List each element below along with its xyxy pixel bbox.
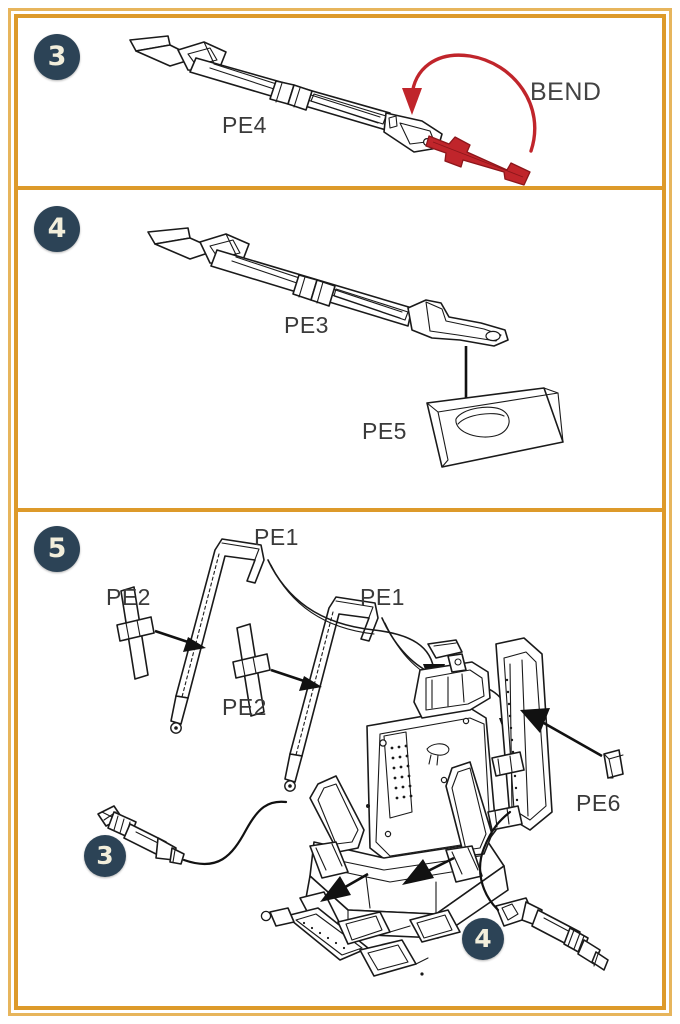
step-4-artwork [147, 227, 564, 468]
panel-divider-1 [18, 186, 662, 190]
part-pe4-strap [129, 35, 443, 153]
sub-assembly-3-part [97, 805, 185, 865]
sub-assembly-3-cable [182, 800, 288, 866]
step-5-artwork [97, 538, 624, 977]
part-label-pe2-upper: PE2 [106, 584, 151, 610]
part-pe5-plate [426, 387, 564, 468]
part-pe4-bent-tab-highlight [425, 135, 531, 186]
part-pe1-handle-upper [170, 538, 265, 734]
part-pe2-slider-upper [116, 586, 155, 680]
part-label-pe5: PE5 [362, 418, 407, 444]
part-pe2-slider-lower [232, 623, 271, 717]
sub-step-badge-3: 3 [84, 835, 126, 877]
part-pe1-handle-lower [284, 596, 379, 792]
step-panel-4: 4 [18, 190, 662, 508]
part-label-pe2-lower: PE2 [222, 694, 267, 720]
step-3-artwork [129, 35, 537, 186]
part-label-pe1-upper: PE1 [254, 524, 299, 550]
assembly-arrow-pe2-lower [270, 668, 322, 691]
step-badge-5: 5 [34, 526, 80, 572]
sub-step-badge-4: 4 [462, 918, 504, 960]
panel-divider-2 [18, 508, 662, 512]
assembly-arrow-pe2-upper [154, 629, 206, 652]
part-label-pe6: PE6 [576, 790, 621, 816]
part-pe3-strap [147, 227, 509, 347]
seat-pan-arrow-left [320, 872, 369, 902]
action-label-bend: BEND [530, 78, 602, 106]
step-panel-5: 5 [18, 512, 662, 1006]
step-badge-3: 3 [34, 34, 80, 80]
bend-arrow [402, 53, 537, 153]
step-badge-4: 4 [34, 206, 80, 252]
step-panel-3: 3 [18, 18, 662, 186]
part-label-pe3: PE3 [284, 312, 329, 338]
seat-pan-arrow-right [402, 856, 455, 885]
part-label-pe4: PE4 [222, 112, 267, 138]
sub-assembly-4-cable [478, 810, 512, 912]
part-pe6-plate [603, 749, 624, 779]
part-label-pe1-lower: PE1 [360, 584, 405, 610]
ejection-seat-assembly [260, 637, 553, 977]
pe1-cable-upper [267, 559, 445, 694]
sub-assembly-4-part [495, 897, 609, 971]
assembly-arrow-pe6 [520, 708, 603, 758]
